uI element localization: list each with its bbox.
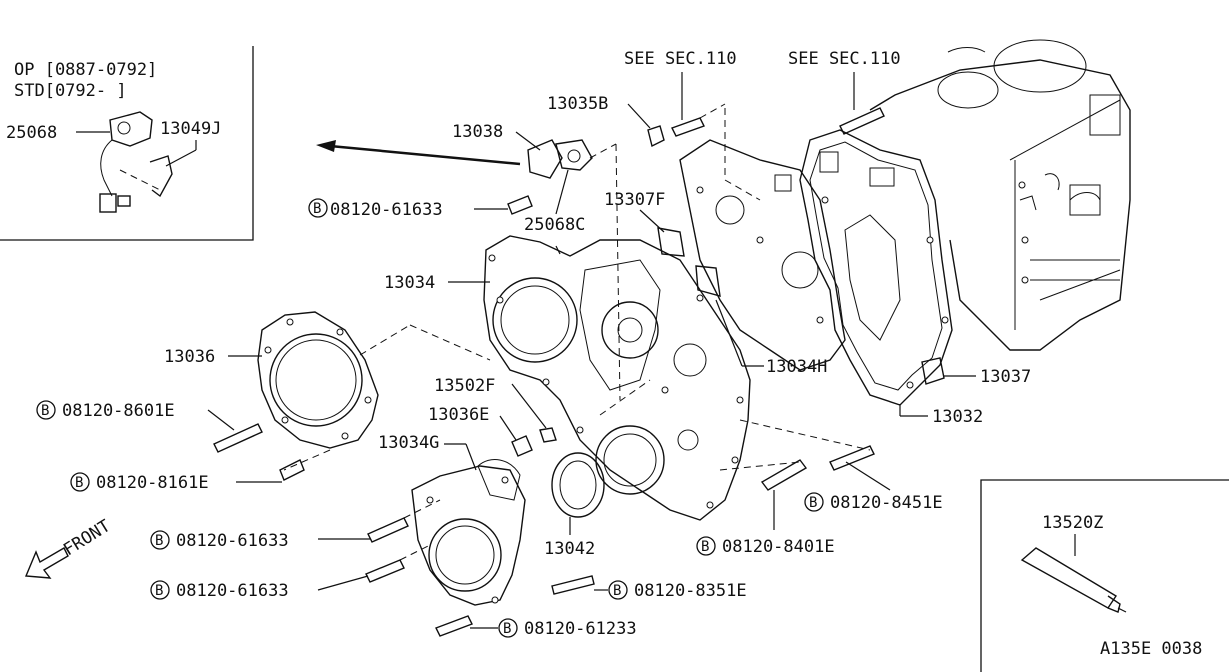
bolt-symbol-icon bbox=[804, 492, 824, 512]
bolt-ref-08120-61633-top[interactable]: B 08120-61633 bbox=[308, 198, 508, 220]
part-label-13034[interactable]: 13034 bbox=[384, 273, 435, 293]
timing-cover-13034-drawing bbox=[483, 235, 751, 521]
stud-13035B-drawing bbox=[647, 72, 726, 148]
part-label-13042[interactable]: 13042 bbox=[544, 539, 595, 559]
gasket-13307F-drawing bbox=[657, 227, 721, 297]
bolt-ref-08120-61633-mid[interactable]: B 08120-61633 bbox=[150, 530, 370, 551]
part-label-08120-8601E: 08120-8601E bbox=[62, 401, 175, 421]
bolt-ref-08120-8401E[interactable]: B 08120-8401E bbox=[696, 490, 835, 557]
engine-block-drawing bbox=[869, 39, 1131, 351]
part-label-13035B[interactable]: 13035B bbox=[547, 94, 608, 114]
bolt-symbol-letter: B bbox=[313, 201, 321, 217]
bolt-symbol-letter: B bbox=[155, 583, 163, 599]
bolt-symbol-letter: B bbox=[701, 539, 709, 555]
bolt-ref-08120-8351E[interactable]: B 08120-8351E bbox=[594, 580, 747, 601]
gasket-13032-drawing bbox=[799, 129, 953, 406]
part-label-08120-8401E: 08120-8401E bbox=[722, 537, 835, 557]
bolt-symbol-letter: B bbox=[503, 621, 511, 637]
part-label-08120-8351E: 08120-8351E bbox=[634, 581, 747, 601]
bolt-symbol-letter: B bbox=[155, 533, 163, 549]
part-label-08120-61233: 08120-61233 bbox=[524, 619, 637, 639]
small-parts-drawing bbox=[511, 427, 557, 457]
part-label-13034H[interactable]: 13034H bbox=[766, 357, 827, 377]
part-label-13036[interactable]: 13036 bbox=[164, 347, 215, 367]
see-sec-110-label-b[interactable]: SEE SEC.110 bbox=[788, 49, 901, 69]
part-label-08120-61633-low: 08120-61633 bbox=[176, 581, 289, 601]
part-label-08120-61633-top: 08120-61633 bbox=[330, 200, 443, 220]
rear-plate-drawing bbox=[679, 108, 846, 371]
part-label-08120-61633-mid: 08120-61633 bbox=[176, 531, 289, 551]
stud-sec110-b-drawing bbox=[839, 72, 885, 135]
bolt-ref-08120-8161E[interactable]: B 08120-8161E bbox=[70, 472, 282, 493]
gasket-13036-drawing bbox=[257, 311, 491, 449]
part-label-13032[interactable]: 13032 bbox=[932, 407, 983, 427]
bolt-symbol-icon bbox=[150, 580, 170, 600]
bolts-drawing bbox=[213, 195, 875, 637]
bolt-symbol-icon bbox=[696, 536, 716, 556]
bolt-ref-08120-8601E[interactable]: B 08120-8601E bbox=[36, 400, 235, 431]
bolt-symbol-icon bbox=[498, 618, 518, 638]
bracket-13038-drawing bbox=[527, 139, 621, 401]
cover-13034G-drawing bbox=[411, 459, 526, 606]
part-label-25068C[interactable]: 25068C bbox=[524, 215, 585, 235]
part-label-13049J[interactable]: 13049J bbox=[160, 119, 221, 139]
diagram-code: A135E 0038 bbox=[1100, 639, 1202, 659]
bolt-symbol-letter: B bbox=[809, 495, 817, 511]
inset-box-bottom-right bbox=[980, 479, 1229, 672]
inset-box-top-left bbox=[0, 46, 254, 241]
part-label-08120-8161E: 08120-8161E bbox=[96, 473, 209, 493]
bolt-symbol-icon bbox=[36, 400, 56, 420]
bolt-ref-08120-61633-low[interactable]: B 08120-61633 bbox=[150, 575, 369, 601]
bolt-symbol-icon bbox=[150, 530, 170, 550]
bolt-symbol-icon bbox=[608, 580, 628, 600]
see-sec-110-label-a[interactable]: SEE SEC.110 bbox=[624, 49, 737, 69]
front-direction-indicator: FRONT bbox=[24, 516, 114, 579]
bolt-symbol-letter: B bbox=[41, 403, 49, 419]
part-label-13034G[interactable]: 13034G bbox=[378, 433, 439, 453]
leader-arrow-to-inset bbox=[316, 140, 521, 166]
std-date-range: STD[0792- ] bbox=[14, 81, 127, 101]
sealant-tube-drawing bbox=[1020, 534, 1127, 613]
sensor-part-drawing bbox=[76, 111, 197, 213]
part-label-13036E[interactable]: 13036E bbox=[428, 405, 489, 425]
bolt-symbol-icon bbox=[308, 198, 328, 218]
bolt-ref-08120-8451E[interactable]: B 08120-8451E bbox=[804, 461, 943, 513]
bolt-symbol-letter: B bbox=[613, 583, 621, 599]
oil-seal-13042-drawing bbox=[551, 452, 605, 535]
part-label-13307F[interactable]: 13307F bbox=[604, 190, 665, 210]
part-label-08120-8451E: 08120-8451E bbox=[830, 493, 943, 513]
bolt-symbol-icon bbox=[70, 472, 90, 492]
bolt-symbol-letter: B bbox=[75, 475, 83, 491]
gasket-13037-drawing bbox=[921, 357, 945, 385]
part-label-25068[interactable]: 25068 bbox=[6, 123, 57, 143]
part-label-13037[interactable]: 13037 bbox=[980, 367, 1031, 387]
part-label-13520Z[interactable]: 13520Z bbox=[1042, 513, 1103, 533]
op-date-range: OP [0887-0792] bbox=[14, 60, 157, 80]
front-label: FRONT bbox=[60, 516, 114, 560]
part-label-13502F[interactable]: 13502F bbox=[434, 376, 495, 396]
part-label-13038[interactable]: 13038 bbox=[452, 122, 503, 142]
bolt-ref-08120-61233[interactable]: B 08120-61233 bbox=[470, 618, 637, 639]
